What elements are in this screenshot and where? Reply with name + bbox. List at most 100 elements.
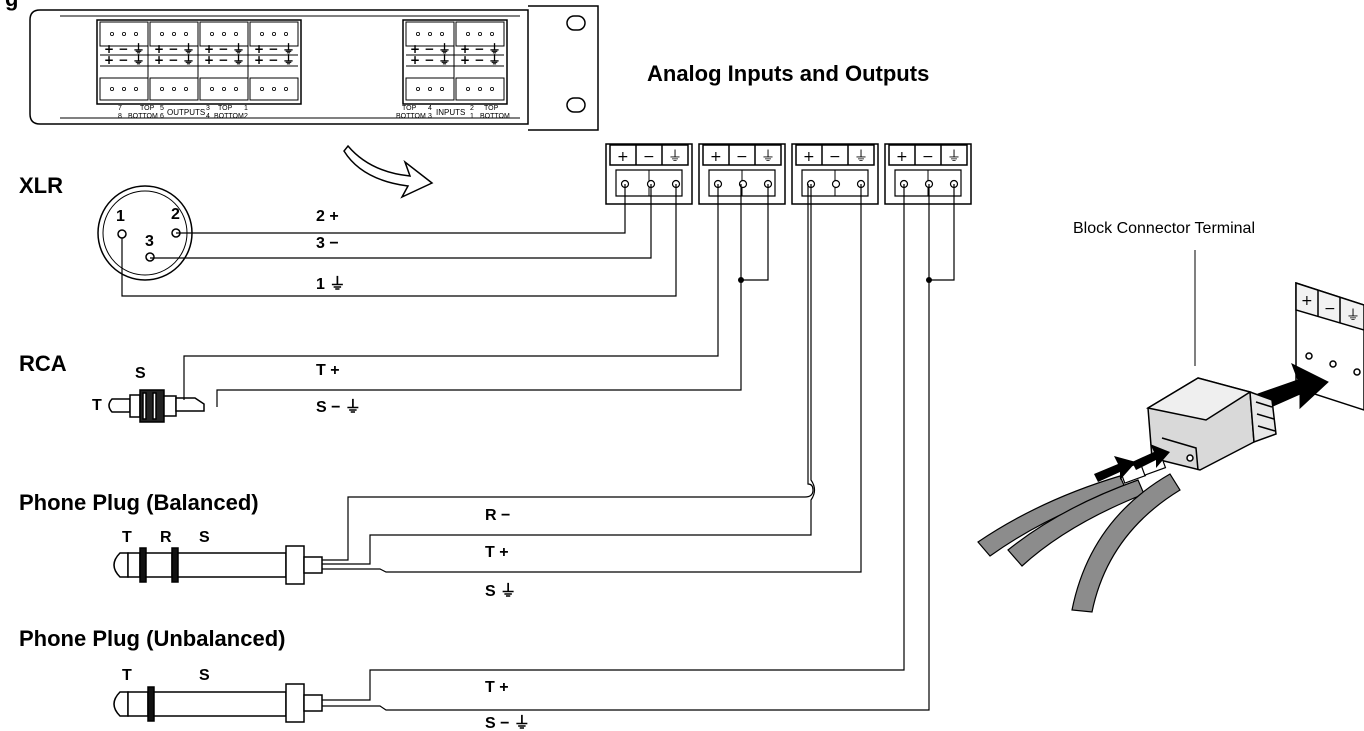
block-minus: − [1324, 301, 1336, 317]
rear-panel: g [5, 0, 599, 131]
phone-unbalanced-plug [113, 683, 323, 723]
rca-junction-dot [738, 277, 744, 283]
rca-plug [108, 389, 205, 423]
rack-slot-bottom [566, 97, 586, 113]
phone-balanced-part-label-t: T [122, 529, 132, 546]
rca-wires [183, 184, 769, 407]
panel-channel-labels: 7 8 TOP BOTTOM 5 6 OUTPUTS 3 4 TOP BOTTO… [118, 105, 510, 120]
terminal-plus: + [896, 149, 908, 165]
phone-unbalanced-part-label-t: T [122, 667, 132, 684]
output-ch-top: 1 [244, 105, 248, 112]
input-top-label: TOP [402, 105, 417, 112]
input-ch-top: 2 [470, 105, 474, 112]
panel-sym-row: + − ⏚ [410, 42, 450, 56]
rca-wire-label-tip: T + [316, 362, 340, 379]
block-plus: + [1301, 293, 1313, 309]
terminal-ground: ⏚ [947, 149, 961, 165]
terminal-blocks [605, 143, 972, 205]
phone-unbalanced-wires [322, 184, 955, 711]
phone-unbalanced-heading: Phone Plug (Unbalanced) [19, 626, 285, 651]
terminal-plus: + [617, 149, 629, 165]
phone-balanced-wires [322, 184, 862, 573]
phone-unbalanced-part-label-s: S [199, 667, 210, 684]
phone-balanced-part-labels: T R S [122, 529, 210, 546]
panel-sym-row: + − ⏚ [460, 53, 500, 67]
outputs-label: OUTPUTS [167, 108, 205, 117]
terminal-plus: + [803, 149, 815, 165]
xlr-wires [121, 184, 677, 297]
output-ch-bottom: 6 [160, 113, 164, 120]
input-ch-bottom: 3 [428, 113, 432, 120]
terminal-minus: − [922, 149, 934, 165]
unbalanced-junction-dot [926, 277, 932, 283]
xlr-pin-label-3: 3 [145, 233, 154, 250]
output-ch-bottom: 8 [118, 113, 122, 120]
terminal-plus: + [710, 149, 722, 165]
xlr-wire-label-pin3: 3 − [316, 235, 339, 252]
rca-heading: RCA [19, 351, 67, 376]
panel-sym-row: + − ⏚ [154, 42, 194, 56]
input-ch-top: 4 [428, 105, 432, 112]
rca-part-label-s: S [135, 365, 146, 382]
input-bottom-label: BOTTOM [480, 113, 510, 120]
panel-sym-row: + − ⏚ [410, 53, 450, 67]
output-top-label: TOP [218, 105, 233, 112]
phone-balanced-part-label-s: S [199, 529, 210, 546]
xlr-heading: XLR [19, 173, 63, 198]
inputs-label: INPUTS [436, 108, 465, 117]
output-ch-top: 3 [206, 105, 210, 112]
rca-part-label-t: T [92, 397, 102, 414]
terminal-minus: − [736, 149, 748, 165]
terminal-ground: ⏚ [854, 149, 868, 165]
xlr-pin-label-2: 2 [171, 206, 180, 223]
phone-balanced-wire-label-sleeve: S ⏚ [485, 582, 516, 600]
input-ch-bottom: 1 [470, 113, 474, 120]
terminal-minus: − [643, 149, 655, 165]
panel-sym-row: + − ⏚ [154, 53, 194, 67]
block-plug [1145, 377, 1277, 471]
panel-terminal-symbols: + − ⏚ + − ⏚ + − ⏚ + − ⏚ + − ⏚ + − ⏚ + − … [104, 42, 500, 67]
panel-sym-row: + − ⏚ [204, 42, 244, 56]
phone-unbalanced-wire-label-sleeve: S − ⏚ [485, 714, 530, 731]
block-cables [977, 453, 1181, 613]
terminal-ground: ⏚ [668, 149, 682, 165]
block-ground: ⏚ [1346, 308, 1360, 324]
block-connector-label: Block Connector Terminal [1073, 220, 1255, 237]
phone-balanced-wire-label-tip: T + [485, 544, 509, 561]
panel-header-label: g [5, 0, 18, 11]
input-bottom-label: BOTTOM [396, 113, 426, 120]
xlr-pin-labels: 1 2 3 [116, 206, 180, 250]
input-top-label: TOP [484, 105, 499, 112]
panel-sym-row: + − ⏚ [254, 53, 294, 67]
panel-sym-row: + − ⏚ [460, 42, 500, 56]
curved-arrow-icon [343, 144, 434, 199]
phone-balanced-heading: Phone Plug (Balanced) [19, 490, 259, 515]
diagram-title: Analog Inputs and Outputs [647, 61, 929, 86]
phone-balanced-plug [113, 545, 323, 585]
output-ch-top: 7 [118, 105, 122, 112]
phone-balanced-wire-label-ring: R − [485, 507, 510, 524]
output-ch-bottom: 2 [244, 113, 248, 120]
terminal-ground: ⏚ [761, 149, 775, 165]
phone-balanced-part-label-r: R [160, 529, 172, 546]
terminal-symbols: + − ⏚ + − ⏚ + − ⏚ + − ⏚ [617, 149, 961, 165]
phone-unbalanced-wire-label-tip: T + [485, 679, 509, 696]
rack-slot-top [566, 15, 586, 31]
xlr-wire-label-pin2: 2 + [316, 208, 339, 225]
rca-wire-label-sleeve: S − ⏚ [316, 398, 361, 416]
xlr-pin-label-1: 1 [116, 208, 125, 225]
panel-sym-row: + − ⏚ [204, 53, 244, 67]
output-ch-bottom: 4 [206, 113, 210, 120]
block-connector-symbols: + − ⏚ [1301, 293, 1360, 324]
output-top-label: TOP [140, 105, 155, 112]
phone-unbalanced-part-labels: T S [122, 667, 210, 684]
output-bottom-label: BOTTOM [214, 113, 244, 120]
wire-insert-arrows [1094, 444, 1170, 482]
panel-sym-row: + − ⏚ [104, 42, 144, 56]
xlr-wire-label-pin1: 1 ⏚ [316, 275, 345, 293]
output-bottom-label: BOTTOM [128, 113, 158, 120]
output-ch-top: 5 [160, 105, 164, 112]
terminal-minus: − [829, 149, 841, 165]
panel-sym-row: + − ⏚ [254, 42, 294, 56]
